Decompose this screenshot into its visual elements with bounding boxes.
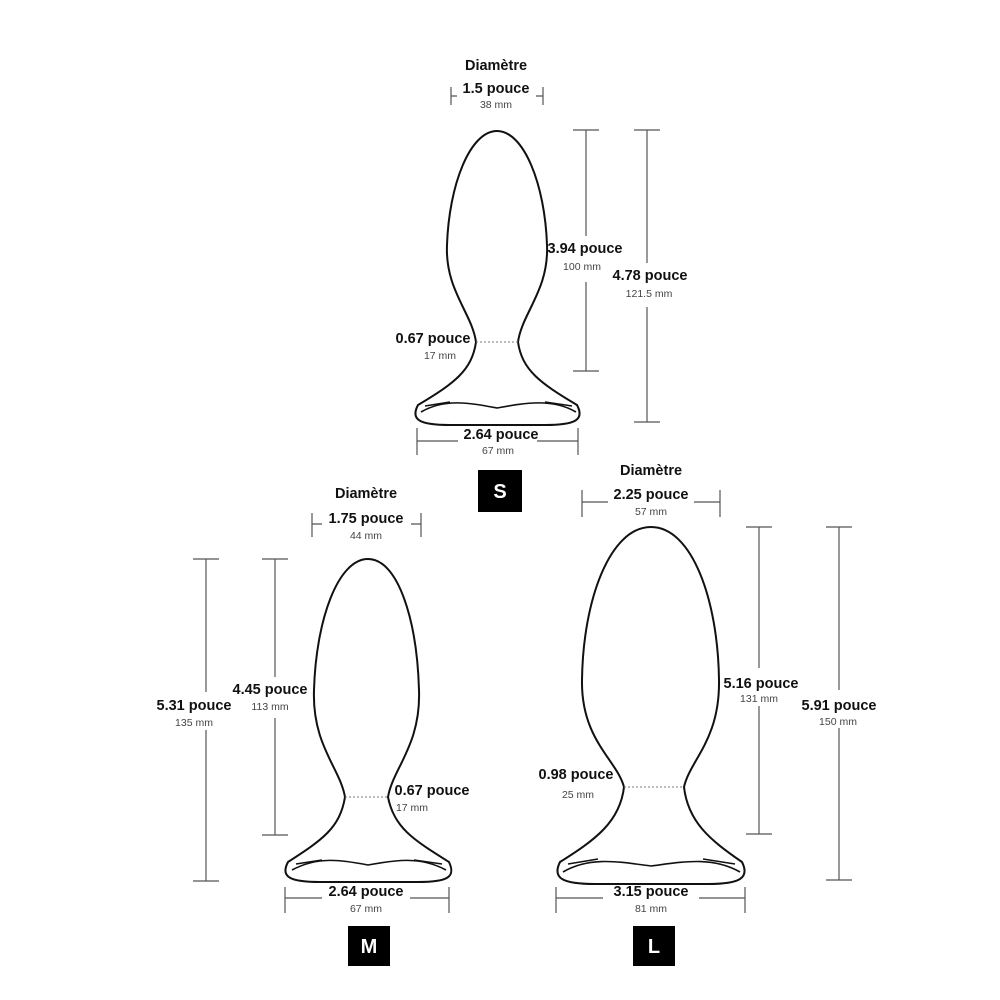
base-detail-s — [420, 402, 577, 413]
base-width-line-s — [416, 428, 579, 455]
product-outline-m — [284, 557, 453, 883]
size-badge-l — [633, 926, 675, 966]
size-badge-s — [478, 470, 522, 512]
total-length-line-l — [826, 526, 852, 881]
total-length-value-s: 4.78 pouce — [613, 268, 688, 284]
total-length-line-s — [634, 129, 660, 423]
neck-mm-l: 25 mm — [562, 789, 594, 801]
base-width-mm-m: 67 mm — [350, 903, 382, 915]
product-outline-s — [414, 129, 581, 426]
diameter-mm-s: 38 mm — [480, 99, 512, 111]
total-length-line-m — [193, 558, 219, 882]
base-detail-s-2 — [424, 401, 573, 407]
insert-length-mm-l: 131 mm — [740, 693, 778, 705]
product-s: Diamètre 1.5 pouce 38 mm 3.94 pouce 100 … — [396, 58, 688, 512]
total-length-mm-s: 121.5 mm — [626, 288, 673, 300]
total-length-value-l: 5.91 pouce — [802, 698, 877, 714]
size-badge-label-s: S — [493, 481, 506, 503]
insert-length-mm-m: 113 mm — [251, 701, 288, 713]
base-width-line-m — [284, 887, 450, 913]
insert-length-value-l: 5.16 pouce — [724, 676, 799, 692]
insert-length-line-l — [746, 526, 772, 835]
base-detail-l — [562, 860, 741, 873]
diameter-value-s: 1.5 pouce — [463, 81, 530, 97]
diameter-heading-m: Diamètre — [335, 486, 397, 502]
diameter-mm-m: 44 mm — [350, 530, 382, 542]
total-length-mm-m: 135 mm — [175, 717, 213, 729]
diameter-dimension-line-m — [311, 513, 422, 537]
insert-length-line-s — [573, 129, 599, 372]
base-width-value-m: 2.64 pouce — [329, 884, 404, 900]
base-width-value-l: 3.15 pouce — [614, 884, 689, 900]
base-width-value-s: 2.64 pouce — [464, 427, 539, 443]
total-length-mm-l: 150 mm — [819, 716, 857, 728]
neck-mm-m: 17 mm — [396, 802, 428, 814]
neck-value-l: 0.98 pouce — [539, 767, 614, 783]
insert-length-mm-s: 100 mm — [563, 261, 601, 273]
base-width-mm-s: 67 mm — [482, 445, 514, 457]
product-l: Diamètre 2.25 pouce 57 mm 5.16 pouce 131… — [539, 463, 877, 966]
diameter-heading-l: Diamètre — [620, 463, 682, 479]
product-outline-l — [556, 525, 746, 885]
diameter-mm-l: 57 mm — [635, 506, 667, 518]
neck-mm-s: 17 mm — [424, 350, 456, 362]
base-detail-l-2 — [567, 858, 736, 865]
size-badge-label-m: M — [361, 936, 378, 958]
insert-length-line-m — [262, 558, 288, 836]
base-width-mm-l: 81 mm — [635, 903, 667, 915]
diameter-dimension-line-l — [581, 490, 721, 517]
diameter-value-m: 1.75 pouce — [329, 511, 404, 527]
neck-value-m: 0.67 pouce — [395, 783, 470, 799]
product-m: Diamètre 1.75 pouce 44 mm 5.31 pouce 135… — [157, 486, 470, 966]
base-width-line-l — [555, 887, 746, 913]
diameter-value-l: 2.25 pouce — [614, 487, 689, 503]
total-length-value-m: 5.31 pouce — [157, 698, 232, 714]
insert-length-value-m: 4.45 pouce — [233, 682, 308, 698]
size-badge-m — [348, 926, 390, 966]
size-badge-label-l: L — [648, 936, 660, 958]
diameter-heading-s: Diamètre — [465, 58, 527, 74]
diameter-dimension-line-s — [450, 87, 544, 105]
base-detail-m-2 — [295, 859, 443, 865]
insert-length-value-s: 3.94 pouce — [548, 241, 623, 257]
neck-value-s: 0.67 pouce — [396, 331, 471, 347]
